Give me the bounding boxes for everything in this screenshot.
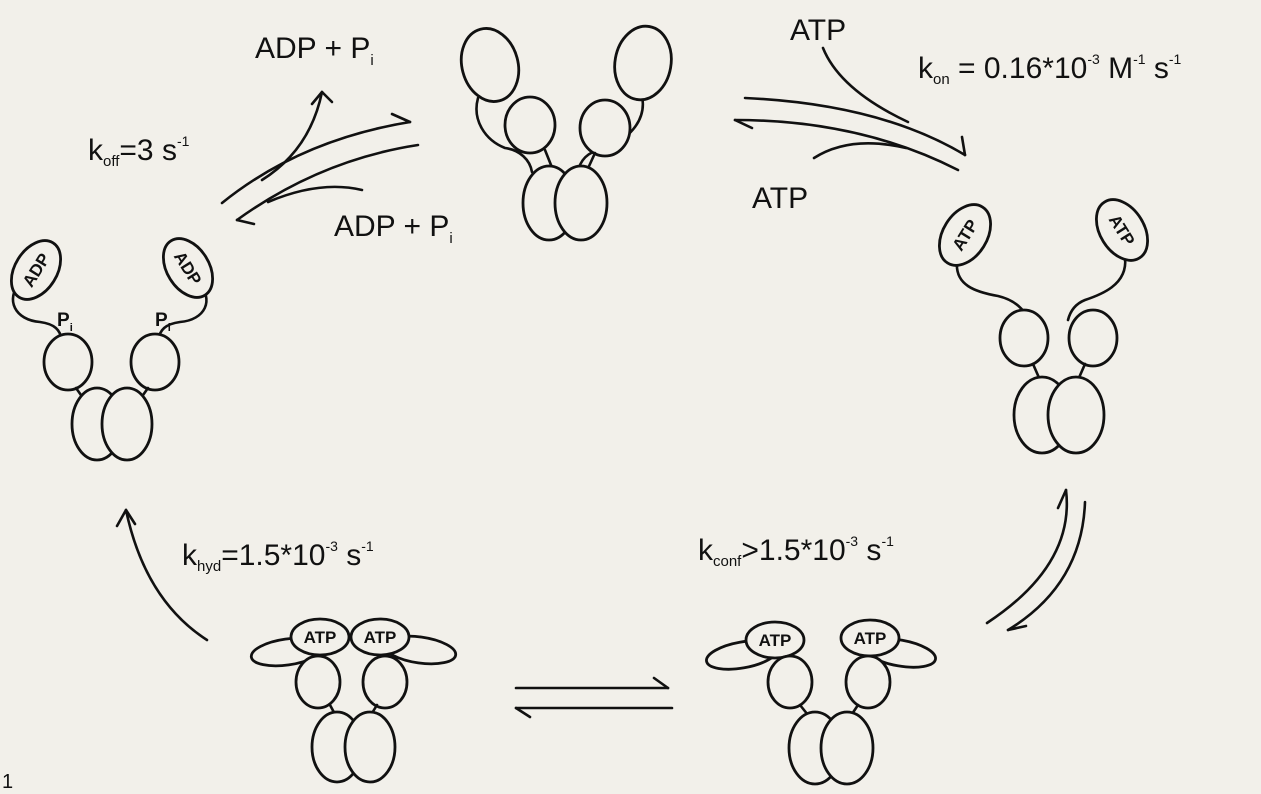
arrow-equilibrium-right-vertical xyxy=(987,490,1085,630)
arrow-hydrolysis-left xyxy=(117,510,207,640)
rate-kconf: kconf>1.5*10-3 s-1 xyxy=(698,533,894,570)
dimer-atp-closed-bottom-left: ATP ATP xyxy=(250,619,458,782)
rate-kon: kon = 0.16*10-3 M-1 s-1 xyxy=(918,51,1182,88)
atp-label-bl-2: ATP xyxy=(364,628,397,647)
dimer-adp-pi-left: ADP ADP Pi Pi xyxy=(1,230,223,460)
atp-label-br-2: ATP xyxy=(854,629,887,648)
rate-koff: koff=3 s-1 xyxy=(88,133,190,170)
atp-label-top: ATP xyxy=(790,14,846,47)
rate-khyd: khyd=1.5*10-3 s-1 xyxy=(182,538,374,575)
pi-label-left-2: Pi xyxy=(155,310,171,334)
atp-label-release: ATP xyxy=(752,182,808,215)
dimer-atp-conf-bottom-right: ATP ATP xyxy=(704,620,937,784)
arrow-equilibrium-bottom xyxy=(516,678,672,717)
dimer-atp-bound-right: ATP ATP xyxy=(929,190,1158,453)
pi-label-left-1: Pi xyxy=(57,310,73,334)
figure-mark: 1 xyxy=(2,771,13,789)
atp-label-br-1: ATP xyxy=(759,631,792,650)
adp-pi-label-top: ADP + Pi xyxy=(255,32,374,69)
atp-label-bl-1: ATP xyxy=(304,628,337,647)
dimer-empty-top xyxy=(453,22,677,240)
adp-pi-label-bottom: ADP + Pi xyxy=(334,210,453,247)
arrow-equilibrium-top-left xyxy=(222,92,418,224)
